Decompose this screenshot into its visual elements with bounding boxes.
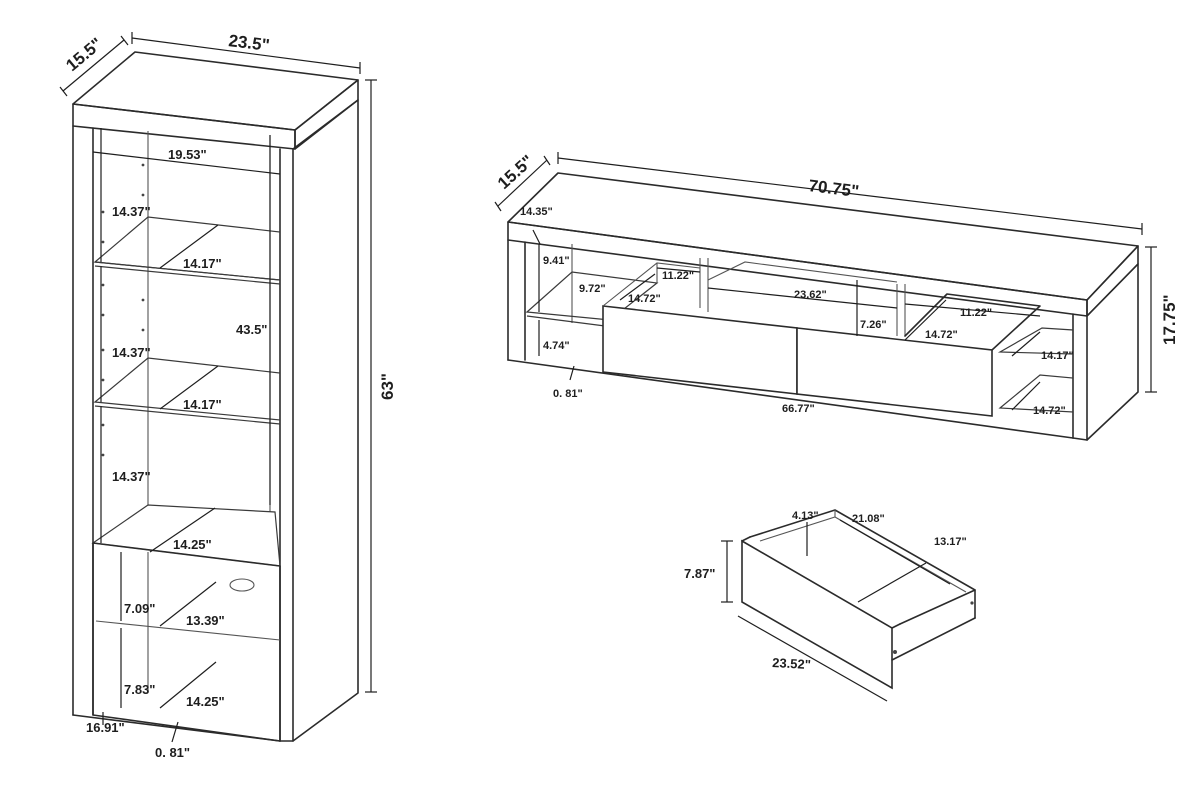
tv-plinth-label: 0. 81" — [553, 388, 583, 400]
cabinet-shelf-gap-label: 14.37" — [112, 204, 151, 219]
tv-stand-dimensions — [494, 152, 1157, 411]
glass-shelf — [93, 357, 281, 421]
cabinet-open-height-label: 43.5" — [236, 322, 267, 337]
tv-stand-drawer-front — [796, 327, 993, 417]
cabinet-depth-label: 15.5" — [62, 34, 106, 75]
drawer-front — [741, 539, 893, 690]
cabinet-door-width-label: 16.91" — [86, 720, 125, 735]
tv-side-bottom-label: 4.74" — [543, 340, 570, 352]
tv-width-label: 70.75" — [808, 176, 861, 201]
peg-holes — [101, 163, 145, 457]
cabinet-plinth-label: 0. 81" — [155, 745, 190, 760]
tv-right-shelf-label: 14.17" — [1041, 350, 1074, 362]
drawer-dimensions — [721, 519, 951, 702]
tv-depth-label: 15.5" — [494, 151, 537, 193]
cabinet-shelf-gap-label: 14.37" — [112, 345, 151, 360]
cabinet-shelf-depth-label: 14.17" — [183, 397, 222, 412]
tv-height-label: 17.75" — [1160, 294, 1179, 345]
drawer-height-label: 7.87" — [684, 566, 715, 581]
tv-side-shelf-label: 9.72" — [579, 283, 606, 295]
cabinet-inner-width-label: 19.53" — [168, 147, 207, 162]
tv-stand-drawing: 15.5" 70.75" 17.75" 14.35" 9.41" 9.72" 4… — [494, 151, 1179, 441]
tv-stand-drawer-front — [602, 305, 798, 395]
cabinet-door-depth-label: 14.25" — [186, 694, 225, 709]
tv-comp-depth-left-label: 14.72" — [628, 293, 661, 305]
cabinet-base-depth-label: 14.25" — [173, 537, 212, 552]
drawer-front-width-label: 23.52" — [772, 655, 811, 672]
tv-base-width-label: 66.77" — [782, 403, 815, 415]
drawer-inner-depth-label: 13.17" — [934, 536, 967, 548]
cabinet-shelf-depth-label: 14.17" — [183, 256, 222, 271]
cabinet-door-depth-label: 13.39" — [186, 613, 225, 628]
tv-comp-depth-right-label: 14.72" — [925, 329, 958, 341]
tv-side-gap-label: 9.41" — [543, 255, 570, 267]
cabinet-door-height-label: 7.09" — [124, 601, 155, 616]
tv-comp-width-right-label: 11.22" — [960, 307, 992, 319]
cabinet-dimensions — [59, 32, 377, 743]
cabinet-width-label: 23.5" — [228, 31, 271, 55]
drawer-side-label: 4.13" — [792, 510, 819, 522]
cabinet-door — [92, 542, 281, 742]
cabinet-height-label: 63" — [378, 373, 397, 400]
tv-side-top-label: 14.35" — [520, 206, 553, 218]
tv-right-bottom-label: 14.72" — [1033, 405, 1066, 417]
drawer-drawing: 4.13" 21.08" 13.17" 7.87" 23.52" — [684, 509, 976, 702]
tv-center-width-label: 23.62" — [794, 289, 827, 301]
cabinet-shelf-gap-label: 14.37" — [112, 469, 151, 484]
tv-comp-width-left-label: 11.22" — [662, 270, 694, 282]
tv-center-height-label: 7.26" — [860, 319, 887, 331]
cabinet-drawing: 15.5" 23.5" 63" 19.53" 14.37" 14.17" 43.… — [59, 31, 397, 760]
cabinet-door-height-label: 7.83" — [124, 682, 155, 697]
drawer-inner-width-label: 21.08" — [852, 513, 885, 525]
